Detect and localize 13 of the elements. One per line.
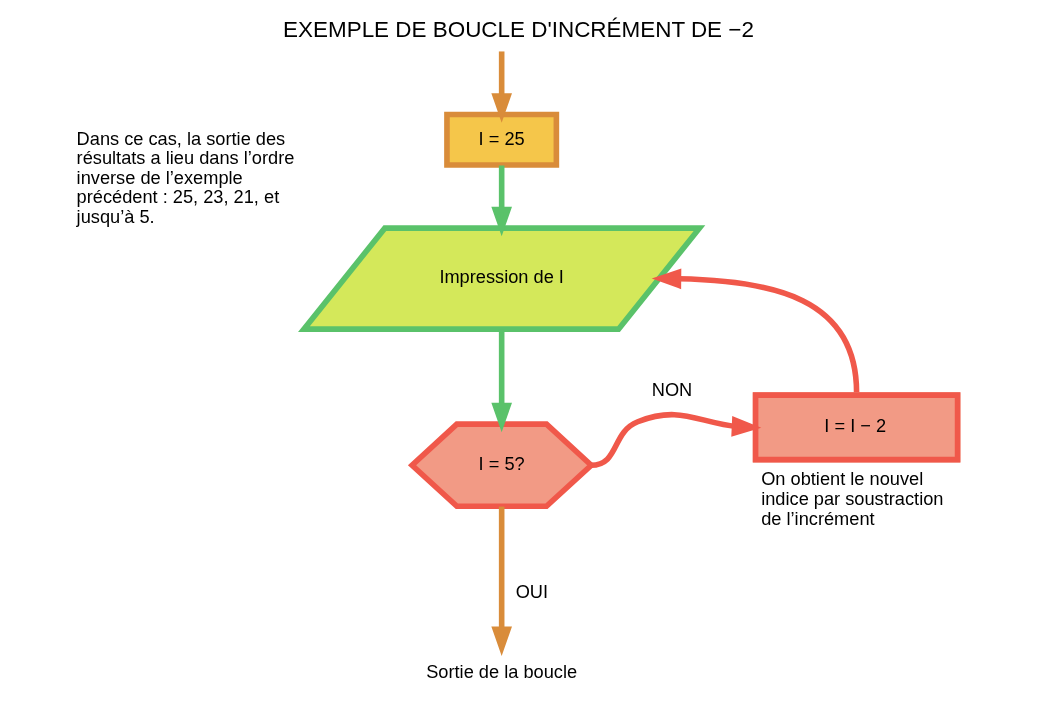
- edge-label: NON: [651, 378, 693, 400]
- arrow: [491, 329, 512, 433]
- node-text: Sortie de la boucle: [426, 660, 578, 682]
- arrow: [491, 165, 512, 237]
- diagram-title: EXEMPLE DE BOUCLE D'INCRÉMENT DE −2: [283, 17, 754, 43]
- arrow: [491, 51, 512, 123]
- node-box: I = 25: [444, 111, 560, 168]
- arrow: [590, 411, 762, 468]
- node-label: On obtient le nouvel indice par soustraction de l’incrément: [761, 468, 944, 529]
- arrow: [491, 506, 512, 657]
- node-label: Dans ce cas, la sortie des résultats a lieu dans l’ordre inverse de l’exemple précédent : 25, 23, 21, et jusqu’à 5.: [76, 127, 295, 228]
- edge-label: OUI: [515, 580, 549, 602]
- arrow: [651, 268, 860, 393]
